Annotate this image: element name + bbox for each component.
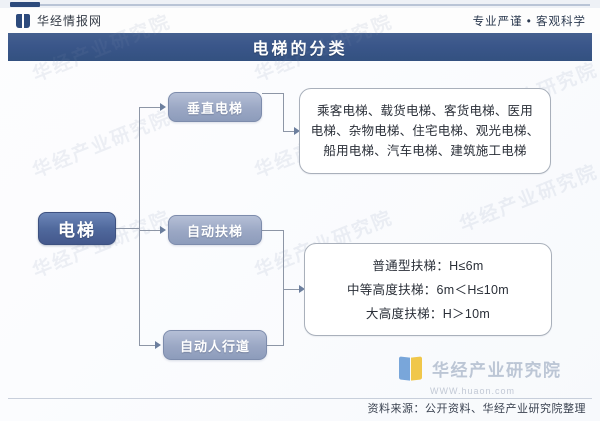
connector-root-trunk xyxy=(116,228,140,229)
brand-name: 华经情报网 xyxy=(37,14,103,28)
arrow-detail-2 xyxy=(299,285,305,293)
arrow-branch-2 xyxy=(160,226,166,234)
node-root-label: 电梯 xyxy=(58,221,96,240)
node-category-escalator[interactable]: 自动扶梯 xyxy=(168,215,262,245)
detail-box-escalator-heights: 普通型扶梯：H≤6m 中等高度扶梯：6m＜H≤10m 大高度扶梯：H＞10m xyxy=(304,243,552,336)
source-note: 资料来源：公开资料、华经产业研究院整理 xyxy=(367,403,586,415)
node-root[interactable]: 电梯 xyxy=(38,212,116,245)
node-category-vertical-elevator[interactable]: 垂直电梯 xyxy=(168,92,262,122)
arrow-detail-1 xyxy=(294,127,300,135)
footer-divider xyxy=(8,398,592,399)
brand: 华经情报网 xyxy=(16,12,102,29)
connector-branch-3 xyxy=(139,345,157,346)
node-category-label: 垂直电梯 xyxy=(186,100,243,116)
detail-line: 大高度扶梯：H＞10m xyxy=(365,306,491,321)
arrow-branch-1 xyxy=(160,103,166,111)
connector-cat1-in xyxy=(283,131,297,132)
connector-spine xyxy=(139,107,140,345)
connector-cat2-out xyxy=(262,230,284,231)
header-bar: 华经情报网 专业严谨 • 客观科学 xyxy=(0,8,600,34)
arrow-branch-3 xyxy=(155,341,161,349)
top-strip-accent xyxy=(10,2,40,7)
page-title: 电梯的分类 xyxy=(252,41,348,58)
node-category-label: 自动人行道 xyxy=(179,338,250,354)
book-icon xyxy=(16,13,30,28)
connector-cat3-out xyxy=(267,345,284,346)
connector-cat1-out xyxy=(262,93,284,94)
detail-line: 电梯、杂物电梯、住宅电梯、观光电梯、 xyxy=(310,124,540,138)
node-category-moving-walkway[interactable]: 自动人行道 xyxy=(163,330,267,360)
connector-detail2-in xyxy=(283,289,302,290)
detail-line: 船用电梯、汽车电梯、建筑施工电梯 xyxy=(323,144,527,158)
detail-line: 乘客电梯、载货电梯、客货电梯、医用 xyxy=(317,104,533,118)
connector-cat1-down xyxy=(283,93,284,132)
connector-branch-2 xyxy=(139,230,162,231)
diagram-canvas: 电梯 垂直电梯 自动扶梯 自动人行道 乘客电梯、载货电梯、客货电梯、医用 电梯、… xyxy=(0,61,600,381)
top-strip xyxy=(0,0,600,8)
connector-merge xyxy=(283,230,284,346)
node-category-label: 自动扶梯 xyxy=(186,223,243,239)
connector-branch-1 xyxy=(139,107,162,108)
header-tagline: 专业严谨 • 客观科学 xyxy=(472,16,586,28)
footer: 资料来源：公开资料、华经产业研究院整理 xyxy=(0,381,600,421)
top-strip-line xyxy=(40,4,590,6)
detail-line: 中等高度扶梯：6m＜H≤10m xyxy=(346,282,510,297)
detail-box-vertical-elevator: 乘客电梯、载货电梯、客货电梯、医用 电梯、杂物电梯、住宅电梯、观光电梯、 船用电… xyxy=(299,88,551,174)
title-bar: 电梯的分类 xyxy=(8,33,592,61)
detail-line: 普通型扶梯：H≤6m xyxy=(372,258,484,273)
